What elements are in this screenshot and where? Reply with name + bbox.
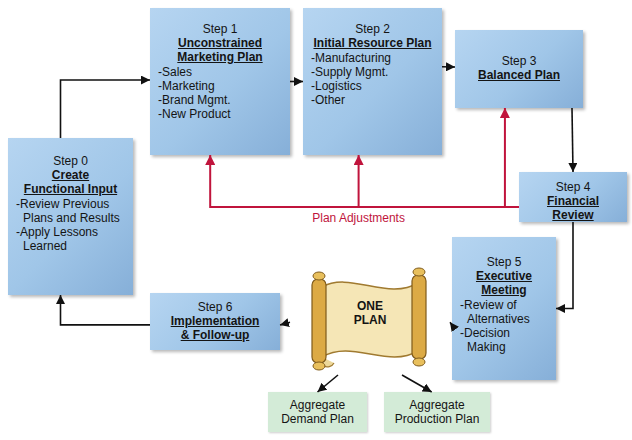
step-number: Step 4 [527, 180, 619, 194]
process-box: Step 4Financial Review [519, 172, 627, 222]
step-title: Initial Resource Plan [311, 36, 434, 50]
scroll-roller [312, 279, 326, 363]
bullet-item: -Manufacturing [311, 51, 434, 65]
step-number: Step 0 [16, 154, 125, 168]
bullet-item: -Review of Alternatives [460, 298, 548, 326]
step-title: Implementation & Follow-up [168, 314, 263, 342]
adjustment-arrow [505, 108, 519, 207]
bullet-item: -Sales [158, 65, 282, 79]
bullet-item: -Decision Making [460, 326, 548, 354]
output-label: Aggregate Demand Plan [272, 398, 363, 426]
output-box: Aggregate Production Plan [384, 392, 490, 432]
scroll-roller [412, 275, 426, 359]
bullet-item: -Apply Lessons Learned [16, 225, 125, 253]
flow-arrow [402, 375, 432, 392]
flow-arrow [556, 222, 573, 309]
output-label: Aggregate Production Plan [388, 398, 486, 426]
bullet-item: -Review Previous Plans and Results [16, 197, 125, 225]
flow-arrow [280, 322, 290, 325]
flow-arrow [61, 80, 151, 138]
bullet-item: -Marketing [158, 79, 282, 93]
flow-arrow [572, 108, 573, 172]
step-title: Create Functional Input [21, 168, 121, 196]
edge-label: Plan Adjustments [312, 211, 405, 225]
plan-scroll: ONE PLAN [290, 265, 450, 375]
output-box: Aggregate Demand Plan [268, 392, 367, 432]
process-box: Step 1Unconstrained Marketing Plan-Sales… [150, 8, 290, 155]
step-title: Executive Meeting [460, 269, 548, 297]
adjustment-arrow [210, 155, 519, 207]
plan-label: ONE PLAN [348, 299, 392, 327]
flow-arrow [442, 66, 455, 68]
scroll-paper [322, 282, 418, 357]
adjustment-arrow [359, 155, 519, 207]
bullet-item: -New Product [158, 107, 282, 121]
process-box: Step 3Balanced Plan [455, 30, 583, 108]
flow-arrow [61, 295, 151, 325]
bullet-item: -Brand Mgmt. [158, 93, 282, 107]
step-number: Step 6 [158, 300, 272, 314]
roller-knob [313, 272, 325, 280]
step-number: Step 3 [463, 54, 575, 68]
flow-arrow [318, 375, 339, 392]
process-box: Step 5Executive Meeting-Review of Altern… [452, 237, 556, 380]
bullet-item: -Supply Mgmt. [311, 65, 434, 79]
process-box: Step 0Create Functional Input-Review Pre… [8, 138, 133, 295]
step-number: Step 2 [311, 22, 434, 36]
flow-arrow [290, 81, 303, 83]
roller-knob [413, 268, 425, 276]
step-number: Step 1 [158, 22, 282, 36]
bullet-item: -Other [311, 93, 434, 107]
roller-knob [313, 362, 325, 370]
process-box: Step 6Implementation & Follow-up [150, 293, 280, 350]
step-title: Financial Review [527, 194, 619, 222]
step-title: Balanced Plan [463, 68, 575, 82]
step-number: Step 5 [460, 255, 548, 269]
bullet-item: -Logistics [311, 79, 434, 93]
roller-knob [413, 358, 425, 366]
process-box: Step 2Initial Resource Plan-Manufacturin… [303, 8, 442, 155]
step-title: Unconstrained Marketing Plan [158, 36, 282, 64]
